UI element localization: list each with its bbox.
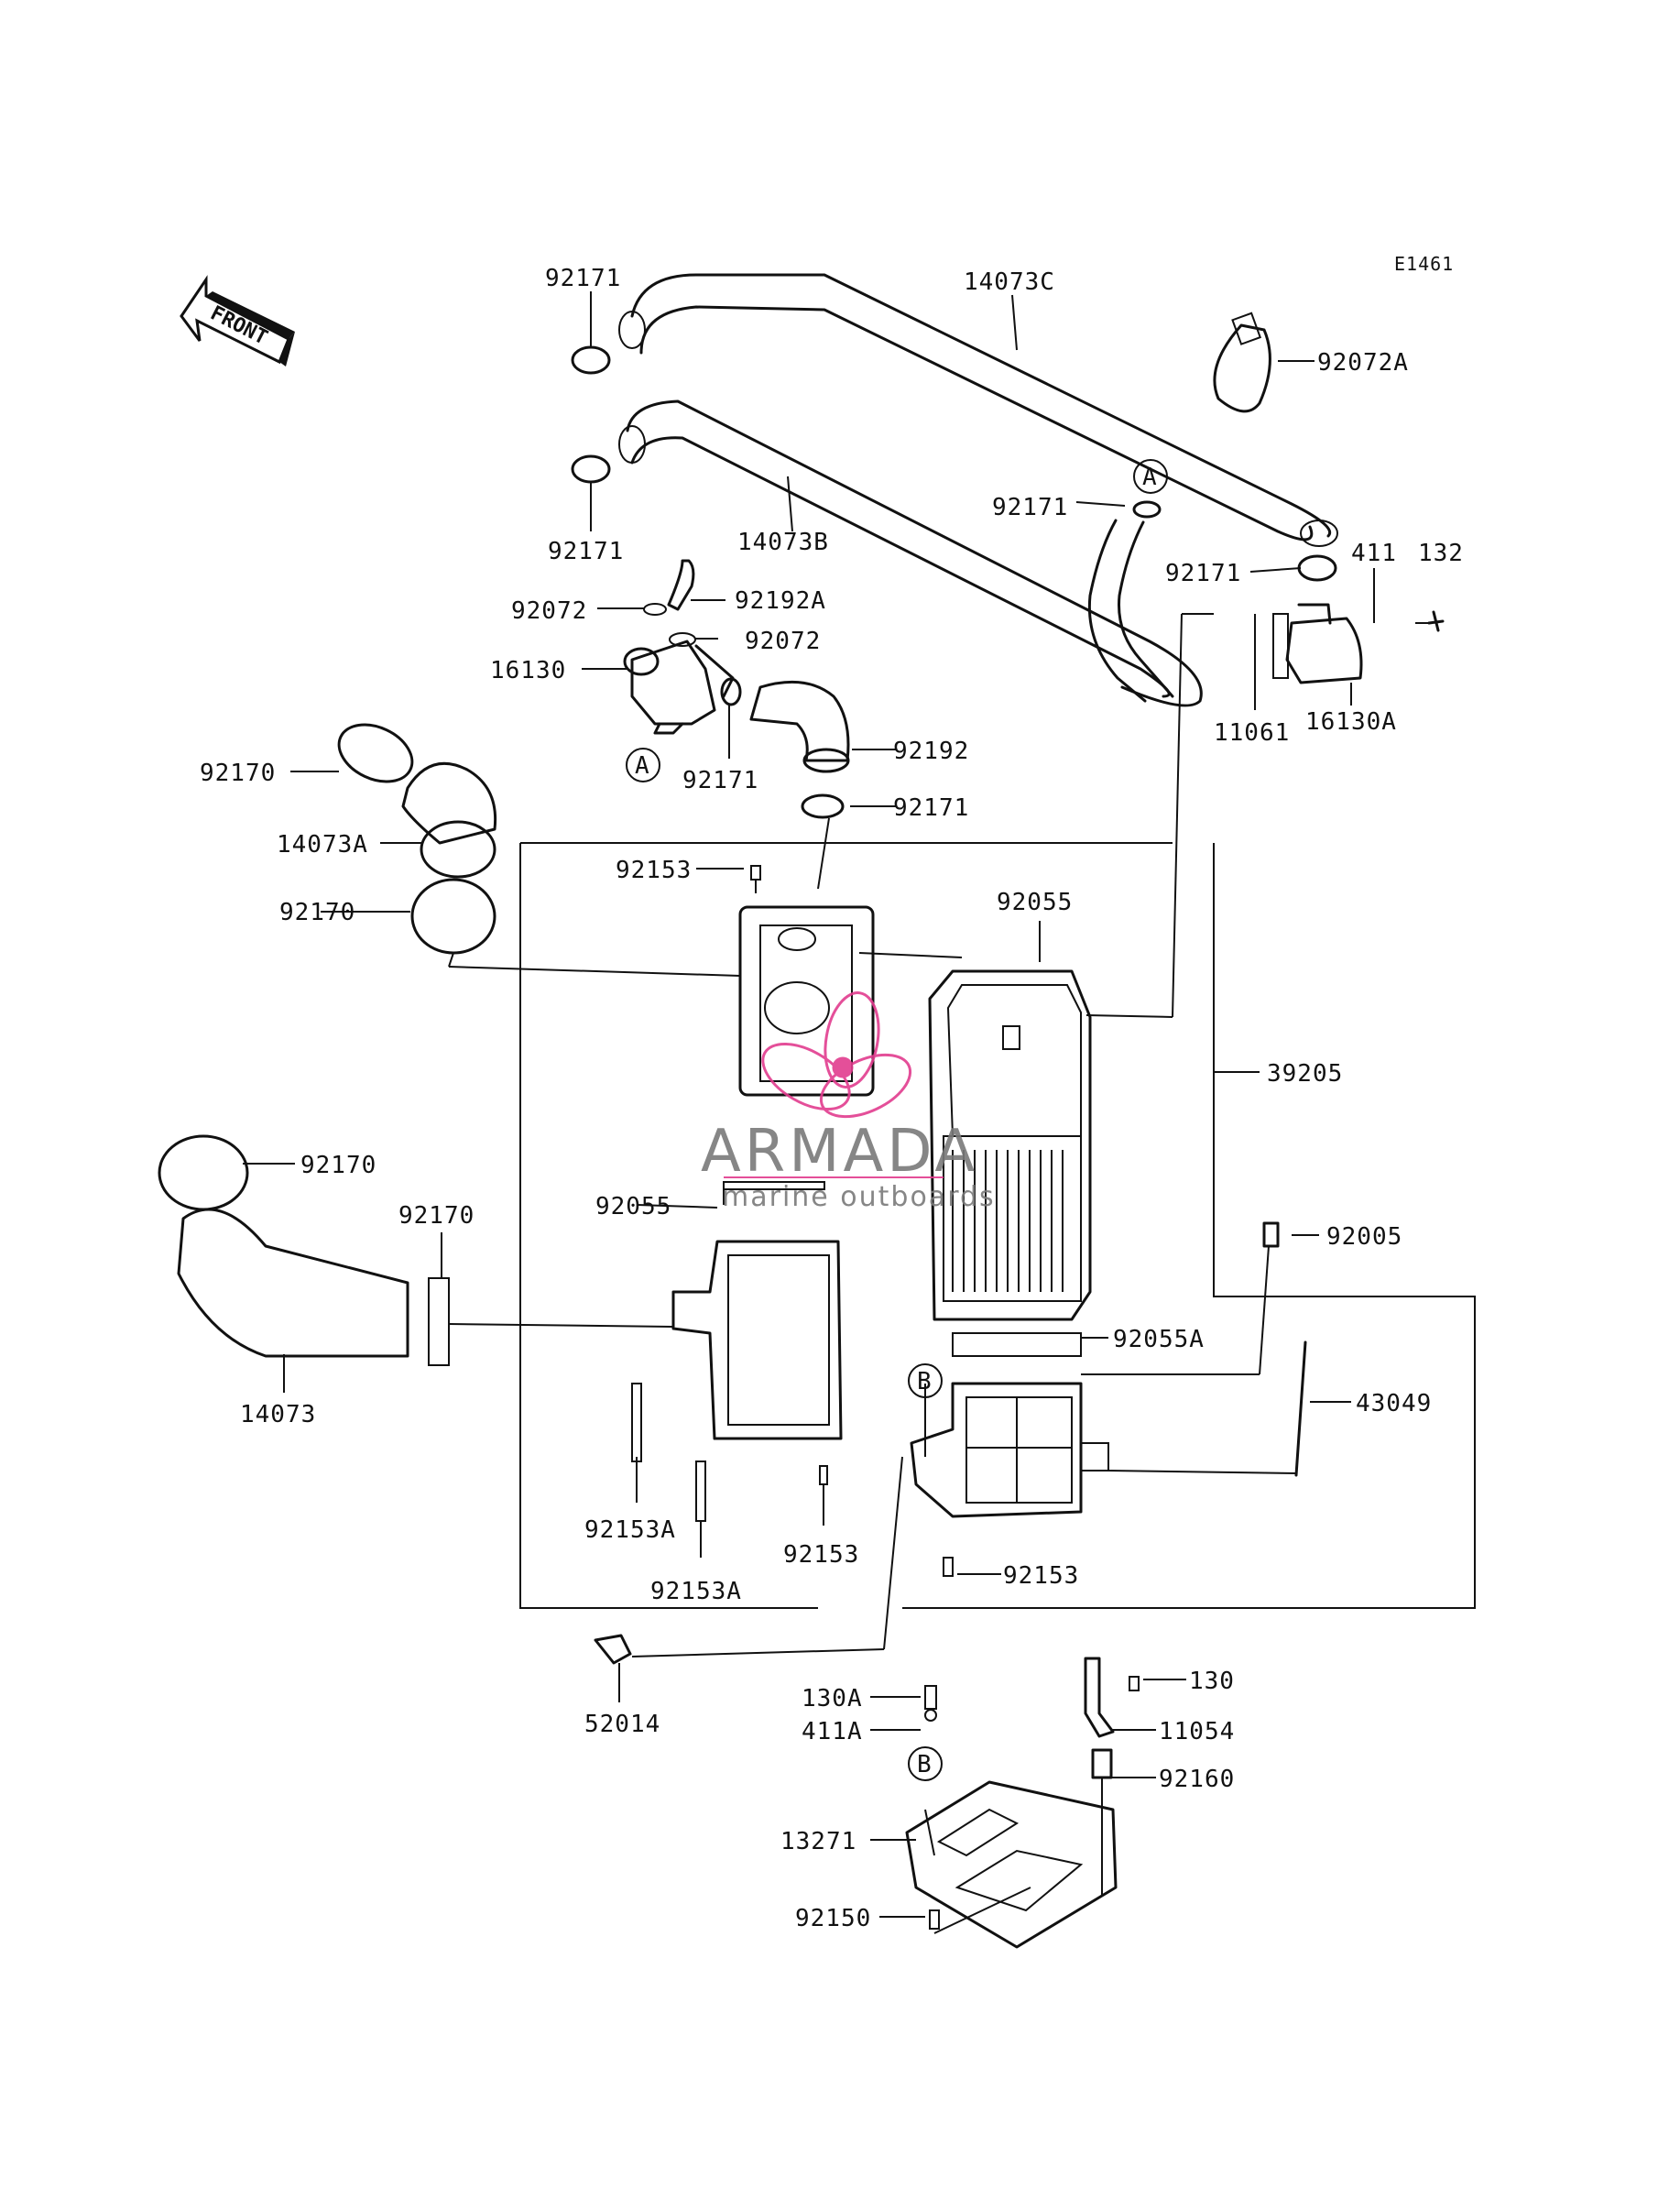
part-label: 92192 [893,738,969,765]
part-label: 92005 [1326,1223,1402,1251]
part-label: 92170 [200,760,276,787]
leader-lines [243,291,1432,1934]
part-label: 16130 [490,657,566,684]
part-label: 92153A [650,1578,742,1605]
part-label: 14073B [737,529,829,556]
part-label: 16130A [1305,708,1397,736]
part-label: 132 [1418,540,1464,567]
intercooler-39205 [928,969,1092,1321]
hose-end [1300,520,1338,547]
part-label: 92153 [1003,1562,1079,1590]
clamp-icon [420,820,496,879]
plate-13271 [905,1780,1118,1949]
part-label: 14073C [964,268,1055,296]
part-label: 92072 [511,597,587,625]
part-label: 92171 [545,265,621,292]
part-label: 130A [802,1685,863,1712]
clamp-icon [158,1134,249,1211]
callout-b-bottom: B [908,1746,943,1781]
part-label: 14073A [277,831,368,859]
hose-14073 [177,1208,409,1358]
watermark-tagline: marine outboards [722,1181,996,1213]
clamp-icon [337,723,414,783]
part-label: 92171 [548,538,624,565]
bolt-icon [631,865,1140,1930]
fitting-52014 [594,1634,632,1665]
part-label: 92072A [1317,349,1409,377]
gasket-92170 [428,1277,450,1366]
part-label: 39205 [1267,1060,1343,1088]
armada-watermark: ARMADA marine outboards [701,991,996,1213]
part-label: 92055 [595,1193,671,1220]
svg-text:B: B [917,1368,933,1395]
hose-end [618,311,646,349]
part-92160 [1091,1748,1113,1779]
callout-a-left: A [626,748,660,782]
part-label: 92171 [682,767,758,794]
part-label: 43049 [1356,1390,1432,1417]
part-label: 92153 [783,1541,859,1569]
svg-text:A: A [1142,464,1158,491]
gasket-92055a [952,1332,1082,1357]
housing-lower [910,1382,1109,1518]
part-label: 92160 [1159,1766,1235,1793]
part-label: 13271 [780,1828,856,1855]
part-label: 92171 [992,494,1068,521]
part-label: 92055A [1113,1326,1205,1353]
part-label: 411A [802,1718,863,1745]
part-label: 92192A [735,587,826,615]
callout-a-top: A [1133,459,1168,494]
part-label: 14073 [240,1401,316,1428]
hose-small [1087,519,1174,703]
svg-text:B: B [917,1751,933,1778]
nipple-92005 [1262,1221,1280,1248]
svg-text:A: A [635,752,650,780]
clamp-icon [410,878,496,955]
bracket-11054 [1084,1657,1115,1738]
part-label: 52014 [584,1711,660,1738]
part-label: 92055 [997,889,1073,916]
hose-14073c [630,273,1331,542]
part-label: 92170 [398,1202,475,1230]
hose-92192 [749,680,850,762]
rod-43049 [1294,1340,1307,1477]
callout-b-top: B [908,1363,943,1398]
part-label: 11061 [1214,719,1290,747]
cover-92055 [671,1181,843,1440]
part-label: 92170 [300,1152,376,1179]
valve-16130 [623,559,735,735]
part-label: 11054 [1159,1718,1235,1745]
part-label: 92170 [279,899,355,926]
part-label: 92153 [616,857,692,884]
part-label: 411 [1351,540,1397,567]
part-label: 130 [1189,1668,1235,1695]
fitting-16130a [1272,603,1445,684]
part-labels: 92171 14073C 92072A 14073B 92171 92171 9… [200,265,1464,1932]
part-label: 92171 [893,794,969,822]
washer-411a [924,1709,937,1722]
part-label: 92171 [1165,560,1241,587]
boot-14073a [401,761,497,845]
watermark-brand: ARMADA [701,1118,978,1186]
part-label: 92072 [745,628,821,655]
cable-tie-92072a [1213,323,1271,413]
hose-end [618,425,646,464]
front-arrow-icon: FRONT [180,275,295,366]
part-label: 92153A [584,1516,676,1544]
part-label: 92150 [795,1905,871,1932]
assembly-frame [519,842,1476,1609]
diagram-code: E1461 [1394,253,1454,275]
